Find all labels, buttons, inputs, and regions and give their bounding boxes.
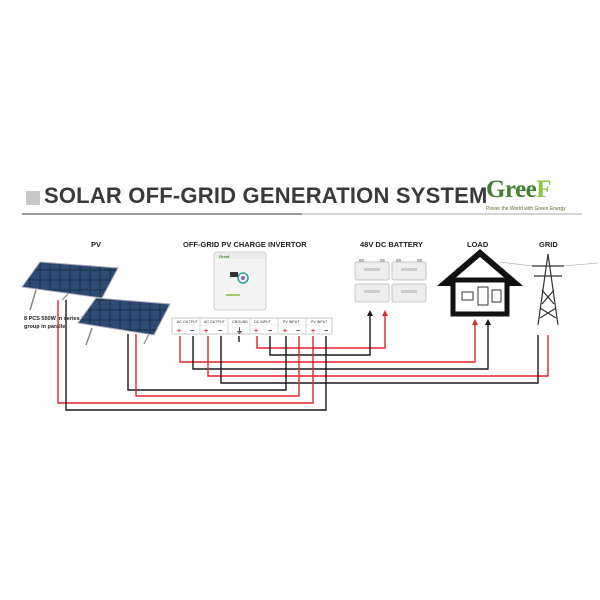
terminal-label-ac-output-2: AC OUTPUT: [204, 320, 226, 324]
wire-arrows: [367, 310, 491, 325]
pv-label: PV: [91, 240, 102, 249]
logo-accent: F: [536, 176, 552, 203]
terminal-sign: +: [204, 328, 208, 335]
terminal-sign: +: [177, 328, 181, 335]
terminal-sign: −: [296, 328, 300, 335]
terminal-sign: −: [190, 328, 194, 335]
solar-panel-icon: [21, 261, 119, 311]
terminal-sign: −: [218, 328, 222, 335]
load-label: LOAD: [467, 240, 489, 249]
battery-icon: [354, 259, 427, 303]
ground-icon: ⏚: [236, 327, 243, 335]
title-underline: [22, 213, 582, 215]
terminal-label-pv-input-2: PV INPUT: [311, 320, 328, 324]
terminal-label-ground: GROUND: [232, 320, 248, 324]
brand-tagline: Power the World with Green Energy: [486, 206, 566, 212]
pv-array-note: 8 PCS 550W in series 2 group in parallel: [24, 316, 85, 330]
power-tower-icon: [499, 253, 599, 326]
inverter-icon: [213, 251, 267, 311]
page-title: SOLAR OFF-GRID GENERATION SYSTEM: [44, 183, 488, 208]
battery-label: 48V DC BATTERY: [360, 240, 423, 249]
terminal-label-dc-input: DC INPUT: [254, 320, 272, 324]
terminal-label-ac-output-1: AC OUTPUT: [177, 320, 199, 324]
title-underline-accent: [22, 213, 302, 215]
solar-panel-icon: [77, 297, 171, 346]
title-marker: [26, 191, 40, 205]
terminal-sign: −: [268, 328, 272, 335]
house-icon: [436, 249, 524, 317]
terminal-sign: +: [311, 328, 315, 335]
inverter-brand: Greef: [219, 254, 230, 259]
wiring: [57, 300, 549, 411]
terminal-sign: +: [283, 328, 287, 335]
grid-label: GRID: [539, 240, 558, 249]
logo-text: Gree: [486, 176, 537, 203]
brand-logo: GreeF: [486, 176, 552, 204]
terminal-sign: −: [324, 328, 328, 335]
terminal-label-pv-input-1: PV INPUT: [283, 320, 300, 324]
inverter-label: OFF-GRID PV CHARGE INVERTOR: [183, 240, 307, 249]
terminal-block: [171, 317, 333, 335]
terminal-sign: +: [254, 328, 258, 335]
